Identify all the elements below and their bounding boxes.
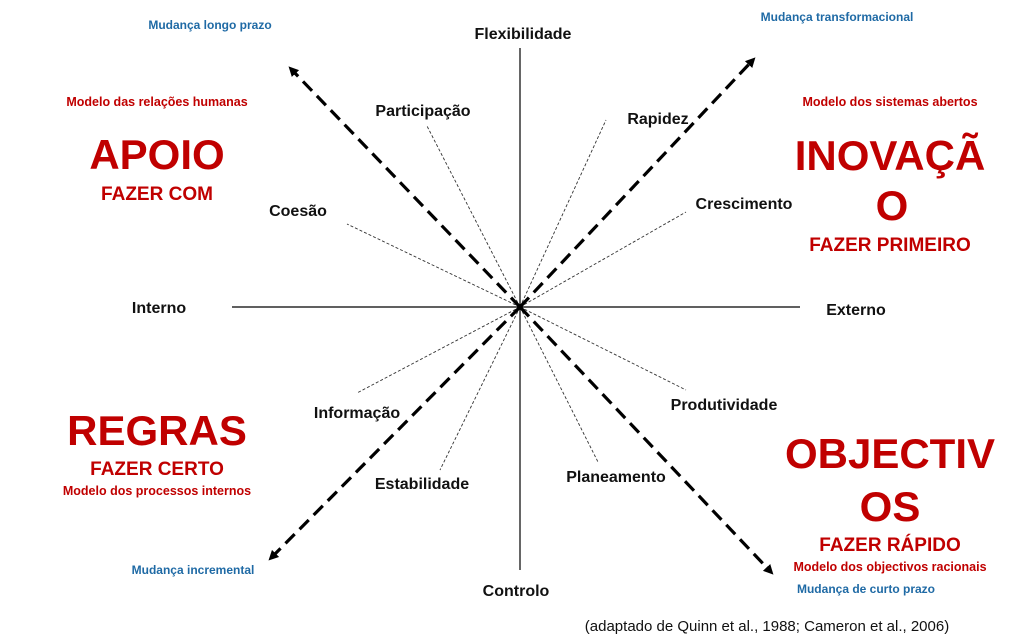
transformational-change-arrow [518, 57, 756, 309]
citation: (adaptado de Quinn et al., 1988; Cameron… [585, 618, 949, 635]
value-informacao: Informação [314, 405, 400, 422]
value-produtividade: Produtividade [671, 397, 778, 414]
short-term-change-arrow [518, 305, 774, 575]
quadrant-tl-action: FAZER COM [101, 184, 213, 205]
transformational-change-label: Mudança transformacional [761, 10, 914, 24]
value-coesao: Coesão [269, 203, 327, 220]
coesao-line [346, 223, 521, 308]
value-crescimento: Crescimento [696, 196, 793, 213]
axis-right-label: Externo [826, 302, 886, 319]
quadrant-bl-action: FAZER CERTO [90, 459, 224, 480]
value-rapidez: Rapidez [627, 111, 688, 128]
axis-left-label: Interno [132, 300, 186, 317]
axis-bottom-label: Controlo [483, 583, 550, 600]
quadrant-bl-model: Modelo dos processos internos [63, 484, 251, 498]
quadrant-tl-model: Modelo das relações humanas [66, 95, 247, 109]
quadrant-tl-title: APOIO [89, 131, 224, 178]
quadrant-br-title-line1: OBJECTIV [785, 430, 995, 477]
long-term-change-arrow [288, 66, 522, 309]
value-lines [346, 119, 687, 471]
incremental-change-arrow [268, 305, 522, 561]
value-participacao: Participação [375, 103, 470, 120]
planeamento-line [519, 306, 599, 463]
produtividade-line [519, 306, 687, 391]
informacao-line [356, 306, 521, 394]
value-planeamento: Planeamento [566, 469, 666, 486]
quadrant-tr-action: FAZER PRIMEIRO [809, 235, 971, 256]
quadrant-bl-title: REGRAS [67, 407, 247, 454]
long-term-change-label: Mudança longo prazo [148, 18, 271, 32]
quadrant-br-action: FAZER RÁPIDO [819, 534, 960, 556]
short-term-change-label: Mudança de curto prazo [797, 582, 935, 596]
quadrant-br-model: Modelo dos objectivos racionais [793, 560, 986, 574]
quadrant-tr-model: Modelo dos sistemas abertos [802, 95, 977, 109]
participacao-line [426, 125, 521, 308]
value-estabilidade: Estabilidade [375, 476, 469, 493]
quadrant-tr-title-line1: INOVAÇÃ [795, 132, 986, 179]
estabilidade-line [439, 306, 521, 471]
axis-top-label: Flexibilidade [475, 26, 572, 43]
rapidez-line [519, 119, 607, 308]
quadrant-br-title-line2: OS [860, 483, 921, 530]
crescimento-line [519, 211, 687, 308]
quadrant-tr-title-line2: O [876, 182, 909, 229]
incremental-change-label: Mudança incremental [132, 563, 255, 577]
